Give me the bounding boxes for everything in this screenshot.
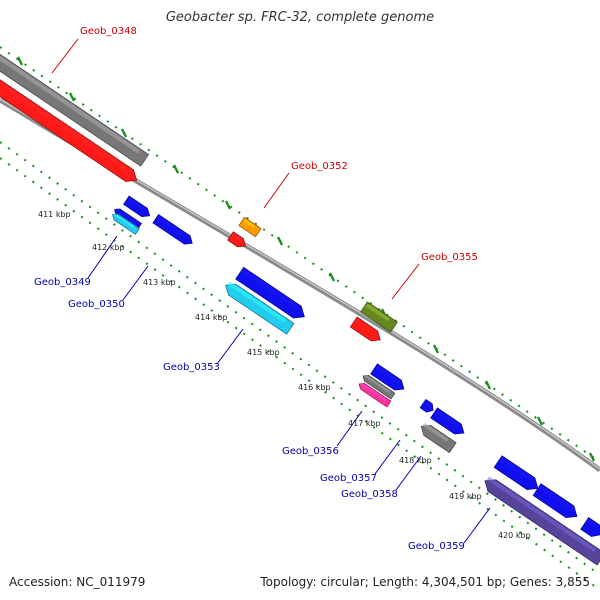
- gene-label-geob-0357[interactable]: Geob_0357: [320, 473, 377, 484]
- gene-blue-g[interactable]: [430, 407, 468, 438]
- kbp-tick: [120, 128, 128, 138]
- kbp-tick: [328, 272, 336, 282]
- gene-blue-e[interactable]: [370, 363, 408, 394]
- gene-geob-0348-gray[interactable]: [0, 53, 150, 167]
- label-leader-line: [122, 265, 149, 301]
- label-leader-line: [374, 439, 401, 475]
- kbp-label-417: 417 kbp: [348, 419, 381, 428]
- scale-track-inner: [0, 157, 600, 591]
- gene-label-geob-0352[interactable]: Geob_0352: [291, 161, 348, 172]
- gene-label-geob-0355[interactable]: Geob_0355: [421, 252, 478, 263]
- gene-blue-d[interactable]: [235, 266, 308, 322]
- kbp-tick: [172, 164, 180, 174]
- kbp-tick: [484, 380, 492, 390]
- gene-label-geob-0348[interactable]: Geob_0348: [80, 26, 137, 37]
- label-leader-line: [263, 172, 290, 209]
- gene-red-small[interactable]: [227, 231, 249, 250]
- gene-cyan-a[interactable]: [111, 212, 140, 235]
- label-leader-lines: [51, 38, 491, 544]
- scale-track-outer: [0, 46, 600, 463]
- gene-geob-0348-red[interactable]: [0, 73, 141, 186]
- scale-track-middle: [0, 141, 600, 576]
- label-leader-line: [463, 507, 491, 544]
- kbp-ticks: [16, 56, 596, 462]
- gene-blue-a[interactable]: [123, 195, 153, 220]
- kbp-label-416: 416 kbp: [298, 383, 331, 392]
- gene-label-geob-0353[interactable]: Geob_0353: [163, 362, 220, 373]
- kbp-label-419: 419 kbp: [449, 492, 482, 501]
- gene-gray-small[interactable]: [418, 421, 457, 454]
- genome-summary-text: Topology: circular; Length: 4,304,501 bp…: [260, 575, 590, 589]
- kbp-label-418: 418 kbp: [399, 456, 432, 465]
- gene-label-geob-0349[interactable]: Geob_0349: [34, 277, 91, 288]
- gene-pink[interactable]: [357, 381, 392, 408]
- kbp-tick: [536, 416, 544, 426]
- kbp-label-413: 413 kbp: [143, 278, 176, 287]
- label-leader-line: [336, 410, 363, 447]
- gene-red-mid[interactable]: [349, 316, 383, 345]
- kbp-label-420: 420 kbp: [498, 531, 531, 540]
- kbp-label-411: 411 kbp: [38, 210, 71, 219]
- label-leader-line: [51, 38, 79, 74]
- gene-cyan-b[interactable]: [222, 280, 295, 335]
- gene-geob-0359-navy[interactable]: [481, 475, 600, 566]
- gene-blue-c[interactable]: [152, 213, 195, 248]
- label-leader-line: [216, 328, 244, 365]
- gene-geob-0355-olive[interactable]: [360, 301, 398, 333]
- gene-features: [0, 53, 600, 566]
- gene-blue-f[interactable]: [419, 398, 436, 414]
- label-leader-line: [391, 263, 420, 300]
- gene-label-geob-0350[interactable]: Geob_0350: [68, 299, 125, 310]
- map-title: Geobacter sp. FRC-32, complete genome: [165, 10, 435, 25]
- gene-orange[interactable]: [238, 216, 262, 238]
- gene-label-geob-0359[interactable]: Geob_0359: [408, 541, 465, 552]
- gene-blue-j[interactable]: [580, 517, 600, 541]
- label-leader-line: [87, 235, 118, 279]
- gene-blue-h[interactable]: [493, 455, 542, 494]
- kbp-tick: [68, 92, 76, 102]
- kbp-label-414: 414 kbp: [195, 313, 228, 322]
- kbp-tick: [276, 236, 284, 246]
- kbp-label-412: 412 kbp: [92, 243, 125, 252]
- kbp-label-415: 415 kbp: [247, 348, 280, 357]
- kbp-tick: [432, 344, 440, 354]
- gene-label-geob-0356[interactable]: Geob_0356: [282, 446, 339, 457]
- gene-pink-gray[interactable]: [361, 373, 396, 400]
- gene-blue-i[interactable]: [532, 483, 581, 522]
- kbp-tick: [16, 56, 24, 66]
- kbp-tick: [588, 452, 596, 462]
- kbp-tick: [224, 200, 232, 210]
- label-leader-line: [395, 455, 422, 491]
- accession-text: Accession: NC_011979: [9, 575, 146, 589]
- gene-label-geob-0358[interactable]: Geob_0358: [341, 489, 398, 500]
